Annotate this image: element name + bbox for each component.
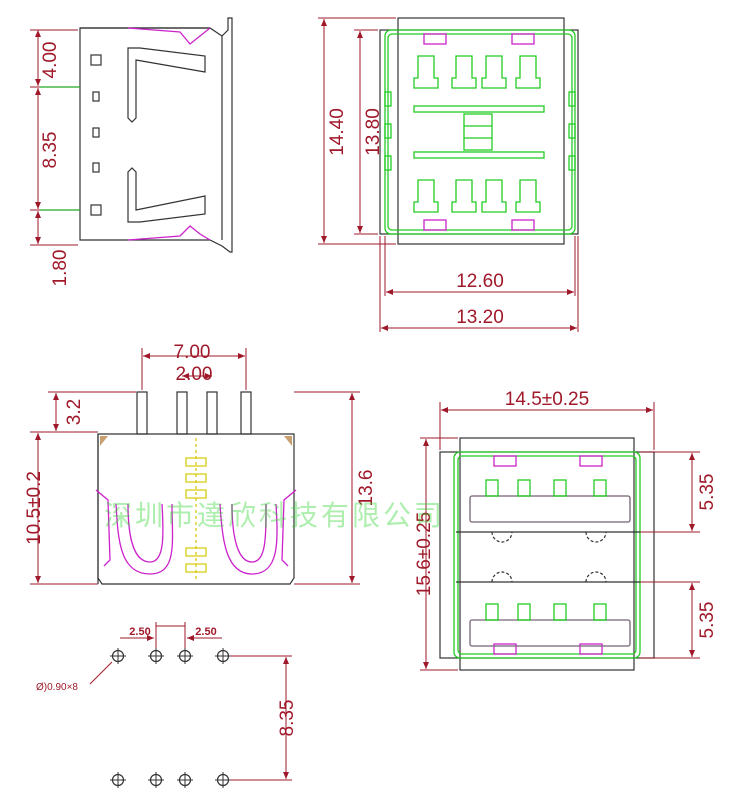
port-contacts-lower bbox=[485, 603, 607, 621]
front-dim-body-height: 10.5±0.2 bbox=[24, 471, 45, 545]
side-dim-top: 4.00 bbox=[40, 42, 61, 79]
footprint-dim-pitch-right: 2.50 bbox=[195, 626, 216, 638]
port-view: 14.5±0.25 15.6±0.25 5.35 5.35 bbox=[414, 389, 718, 671]
front-view: 7.00 2.00 3.2 10.5±0.2 13.6 bbox=[24, 342, 377, 585]
footprint-holes-upper bbox=[110, 648, 231, 664]
front-dim-pin-span: 7.00 bbox=[174, 342, 211, 363]
footprint-hole-label: Ø)0.90×8 bbox=[36, 682, 78, 693]
front-dim-pin-pitch: 2.00 bbox=[176, 364, 213, 385]
footprint-dim-row-spacing: 8.35 bbox=[277, 700, 298, 737]
port-dim-upper: 5.35 bbox=[697, 474, 718, 511]
top-dim-outer-height: 14.40 bbox=[327, 108, 348, 156]
top-dim-outer-width: 13.20 bbox=[456, 307, 504, 328]
top-view-pins-upper bbox=[413, 55, 541, 89]
footprint-dim-pitch-left: 2.50 bbox=[129, 626, 150, 638]
footprint-view: 2.50 2.50 Ø)0.90×8 8.35 bbox=[36, 622, 298, 788]
footprint-holes-lower bbox=[110, 772, 231, 788]
top-view-pins-lower bbox=[413, 179, 541, 213]
side-dim-bottom: 1.80 bbox=[50, 250, 71, 287]
front-dim-pin-length: 3.2 bbox=[64, 399, 85, 425]
side-view: 4.00 8.35 1.80 bbox=[30, 17, 233, 287]
top-view: 14.40 13.80 12.60 13.20 bbox=[318, 17, 579, 332]
port-dim-height: 15.6±0.25 bbox=[414, 512, 435, 596]
side-dim-middle: 8.35 bbox=[40, 132, 61, 169]
top-dim-inner-height: 13.80 bbox=[363, 108, 384, 156]
port-dim-width: 14.5±0.25 bbox=[505, 389, 589, 410]
port-contacts-upper bbox=[485, 479, 607, 497]
port-dim-lower: 5.35 bbox=[697, 602, 718, 639]
top-dim-inner-width: 12.60 bbox=[456, 271, 504, 292]
watermark: 深圳市達欣科技有限公司 bbox=[104, 499, 445, 532]
front-dim-total-height: 13.6 bbox=[356, 470, 377, 507]
